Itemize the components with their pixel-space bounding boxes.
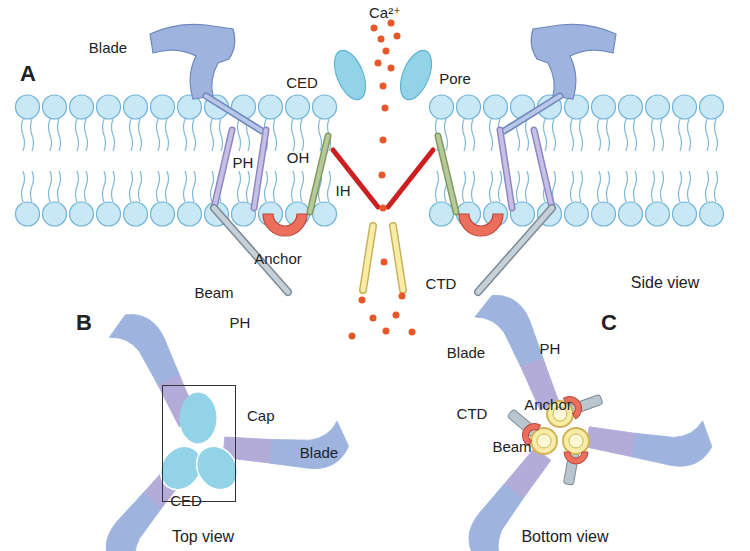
part-label: IH	[336, 183, 351, 198]
view-caption: Bottom view	[521, 529, 608, 545]
view-caption: Side view	[631, 275, 699, 291]
blade-linker	[206, 96, 262, 131]
view-caption: Top view	[172, 529, 234, 545]
part-label: Pore	[439, 71, 471, 86]
ced-domain	[180, 393, 216, 443]
channel-subunit	[150, 24, 378, 292]
ctd-helix	[363, 226, 373, 290]
lipid-bilayer	[14, 94, 338, 228]
oh-helix	[310, 136, 328, 212]
part-label: CED	[170, 493, 202, 508]
part-label: Beam	[194, 285, 233, 300]
part-label: Ca²⁺	[369, 5, 401, 20]
part-label: Blade	[447, 345, 485, 360]
part-label: PH	[540, 341, 561, 356]
part-label: PH	[233, 155, 254, 170]
ih-helix	[333, 150, 378, 207]
ph-helix	[214, 130, 232, 208]
part-label: Anchor	[524, 397, 572, 412]
ctd-domain	[531, 428, 557, 454]
box-heading: Cap	[247, 408, 275, 423]
panel-letter: C	[601, 312, 617, 334]
blade-arm	[223, 412, 351, 472]
calcium-ions	[349, 20, 416, 340]
part-label: CTD	[426, 276, 457, 291]
panel-letter: A	[20, 63, 36, 85]
lipid-bilayer	[428, 94, 725, 228]
blade-arm	[585, 402, 716, 472]
top-view-trimer	[93, 304, 351, 551]
oh-helix	[310, 136, 328, 212]
part-label: CED	[286, 75, 318, 90]
part-label: CTD	[457, 406, 488, 421]
part-label: Blade	[300, 445, 338, 460]
panel-letter: B	[76, 312, 92, 334]
ph-helix	[214, 130, 232, 208]
anchor-domain	[564, 452, 588, 464]
ph-helix	[254, 130, 266, 208]
ctd-helix	[363, 226, 373, 290]
ph-helix	[254, 130, 266, 208]
ced-domain	[188, 438, 246, 497]
ctd-domain	[563, 428, 589, 454]
cap-box: Cap	[162, 385, 236, 502]
part-label: OH	[287, 150, 310, 165]
part-label: Blade	[89, 40, 127, 55]
blade-linker	[206, 96, 262, 131]
part-label: PH	[230, 315, 251, 330]
part-label: Anchor	[254, 251, 302, 266]
anchor-domain	[263, 214, 307, 236]
part-label: Beam	[492, 439, 531, 454]
bottom-view-trimer	[456, 286, 716, 551]
channel-subunit	[388, 24, 616, 292]
ced-domain	[328, 46, 372, 104]
blade-domain	[150, 24, 235, 99]
